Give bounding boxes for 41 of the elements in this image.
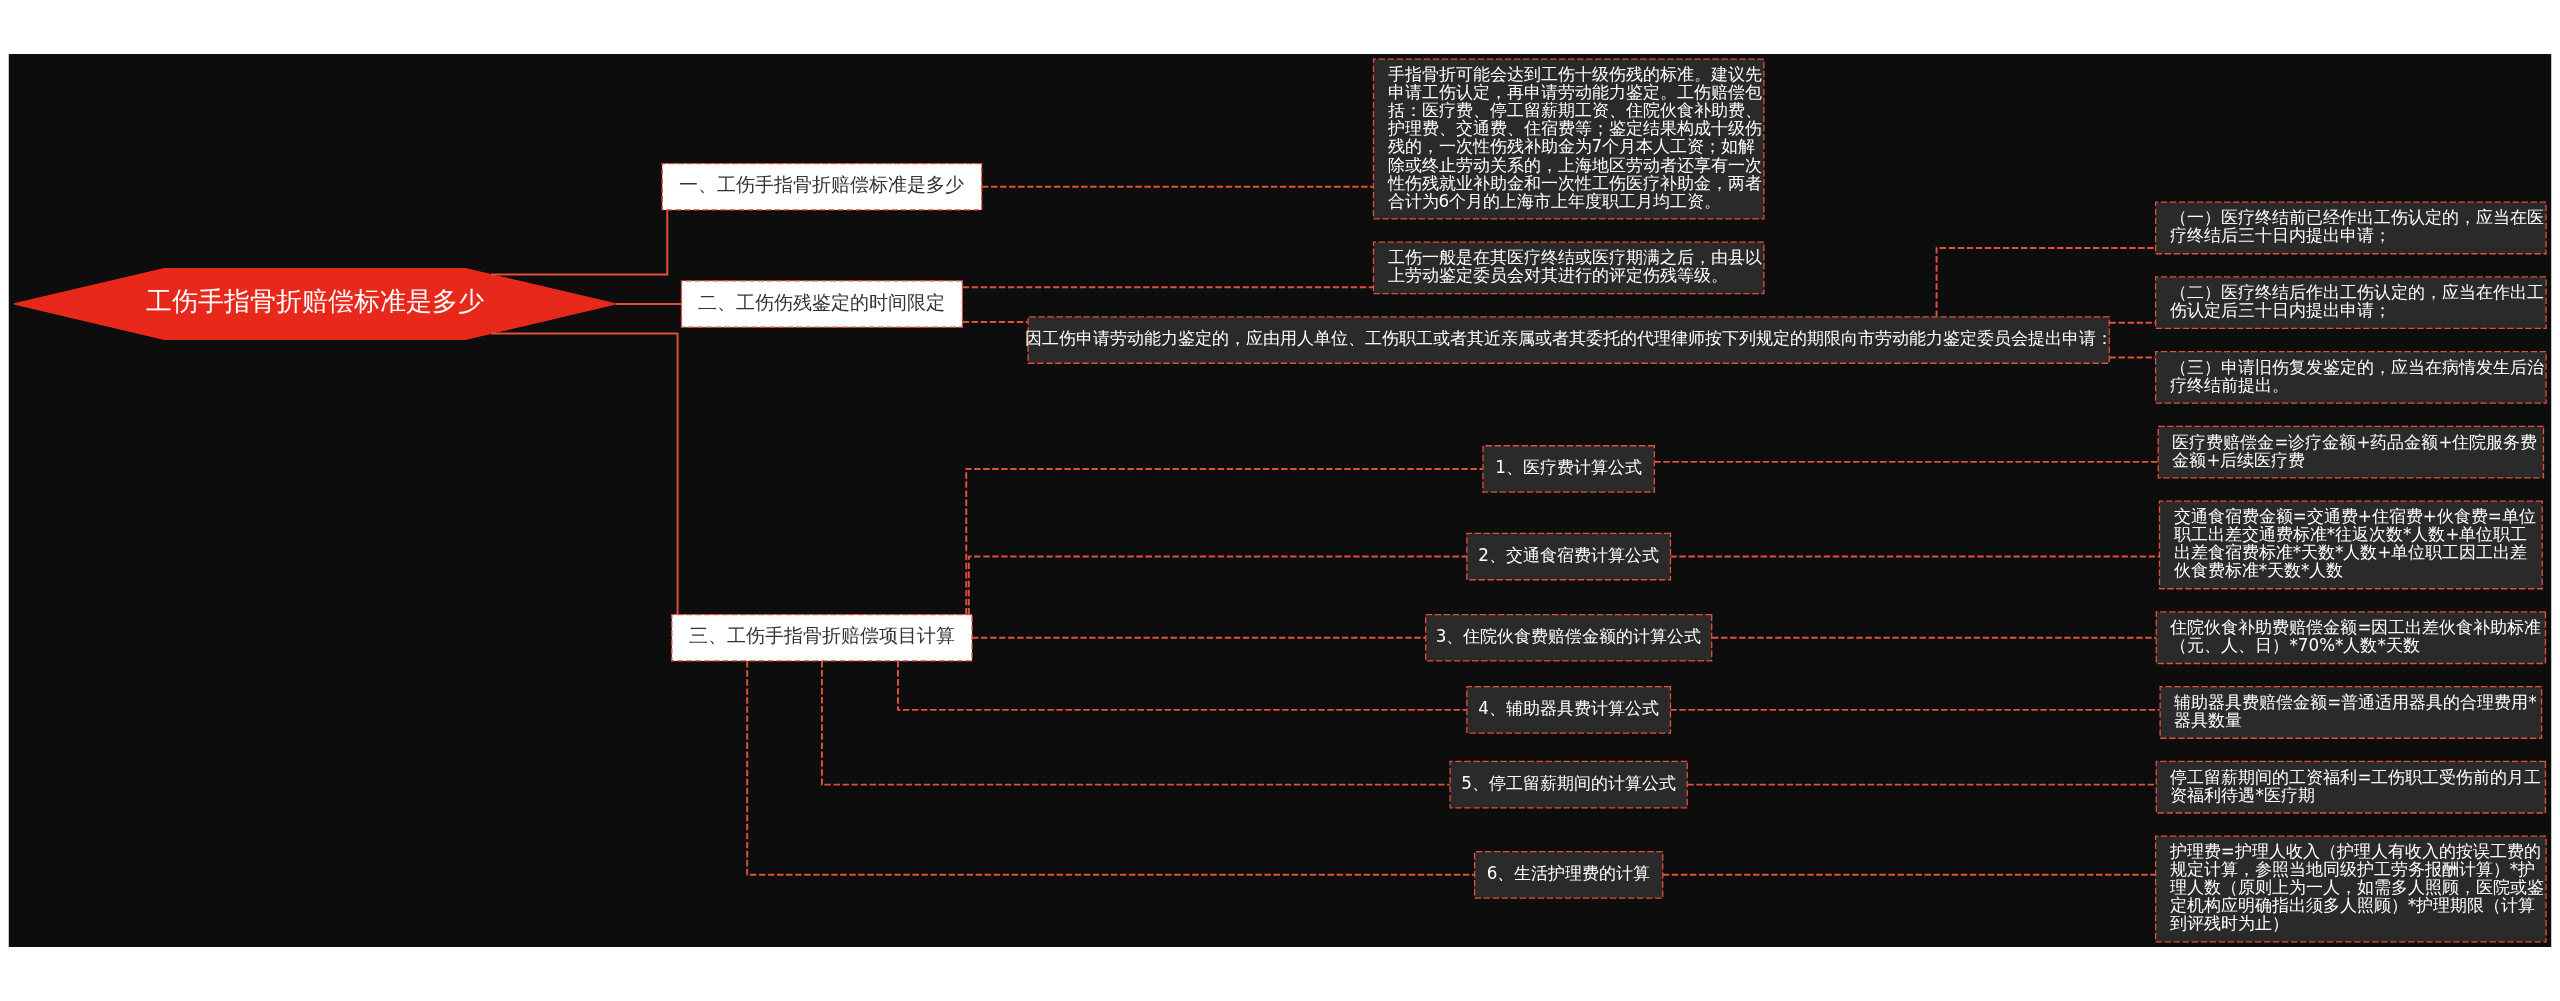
node-box: 1、医疗费计算公式 (1482, 445, 1655, 493)
node-box: 二、工伤伤残鉴定的时间限定 (680, 280, 964, 328)
connector (1653, 460, 2159, 463)
node-box: 手指骨折可能会达到工伤十级伤残的标准。建议先申请工伤认定，再申请劳动能力鉴定。工伤赔偿包括：医疗费、停工留薪期工资、住院伙食补助费、护理费、交通费、住宿费等；鉴定结果构成十级伤残的，一次性伤残补助金为7个月本人工资；如解除或终止劳动关系的，上海地区劳动者还享有一次性伤残就业补助金和一次性工伤医疗补助金，两者合计为6个月的上海市上年度职工月均工资。 (1372, 58, 1765, 220)
node-box: 因工伤申请劳动能力鉴定的，应由用人单位、工伤职工或者其近亲属或者其委托的代理律师按下列规定的期限向市劳动能力鉴定委员会提出申请： (1027, 316, 2110, 364)
node-box: 4、辅助器具费计算公式 (1466, 686, 1672, 734)
node-box: 三、工伤手指骨折赔偿项目计算 (671, 613, 973, 662)
node-box: 3、住院伙食费赔偿金额的计算公式 (1425, 613, 1713, 662)
connector (971, 636, 1426, 639)
node-box: 住院伙食补助费赔偿金额=因工出差伙食补助标准（元、人、日）*70%*人数*天数 (2155, 611, 2547, 665)
node-box: 2、交通食宿费计算公式 (1466, 532, 1672, 581)
node-box: 辅助器具费赔偿金额=普通适用器具的合理费用*器具数量 (2159, 686, 2543, 739)
connector (1669, 708, 2161, 711)
connector (1935, 246, 2157, 318)
node-box: （二）医疗终结后作出工伤认定的，应当在作出工伤认定后三十日内提出申请； (2155, 276, 2547, 330)
node-box: 停工留薪期间的工资福利=工伤职工受伤前的月工资福利待遇*医疗期 (2155, 760, 2547, 814)
connector (961, 286, 1375, 289)
connector (961, 321, 1029, 323)
node-box: 5、停工留薪期间的计算公式 (1449, 760, 1688, 809)
connector (615, 303, 683, 305)
connector (981, 185, 1375, 188)
connector (897, 660, 1468, 711)
connector (490, 209, 669, 276)
node-box: 医疗费赔偿金=诊疗金额+药品金额+住院服务费金额+后续医疗费 (2157, 425, 2545, 479)
node-box: （三）申请旧伤复发鉴定的，应当在病情发生后治疗终结前提出。 (2155, 351, 2547, 404)
connector (1669, 555, 2161, 558)
connector (1711, 636, 2157, 639)
connector (967, 555, 1468, 616)
connector (820, 660, 1451, 786)
connector (2108, 321, 2157, 324)
node-box: 6、生活护理费的计算 (1473, 851, 1664, 899)
connector (489, 332, 679, 616)
connector (2108, 356, 2157, 359)
node-box: 护理费=护理人收入（护理人有收入的按误工费的规定计算，参照当地同级护工劳务报酬计算）*护理人数（原则上为一人，如需多人照顾，医院或鉴定机构应明确指出须多人照顾）*护理期限（计算到评残时为止） (2155, 835, 2547, 943)
connector (1662, 873, 2157, 876)
node-box: 一、工伤手指骨折赔偿标准是多少 (661, 162, 983, 211)
connector (746, 660, 1476, 876)
connector (965, 467, 1484, 616)
node-box: 工伤一般是在其医疗终结或医疗期满之后，由县以上劳动鉴定委员会对其进行的评定伤残等级。 (1372, 241, 1765, 295)
node-box: （一）医疗终结前已经作出工伤认定的，应当在医疗终结后三十日内提出申请； (2155, 201, 2547, 255)
node-box: 交通食宿费金额=交通费+住宿费+伙食费=单位职工出差交通费标准*往返次数*人数+单位职工出差食宿费标准*天数*人数+单位职工因工出差伙食费标准*天数*人数 (2158, 500, 2543, 590)
